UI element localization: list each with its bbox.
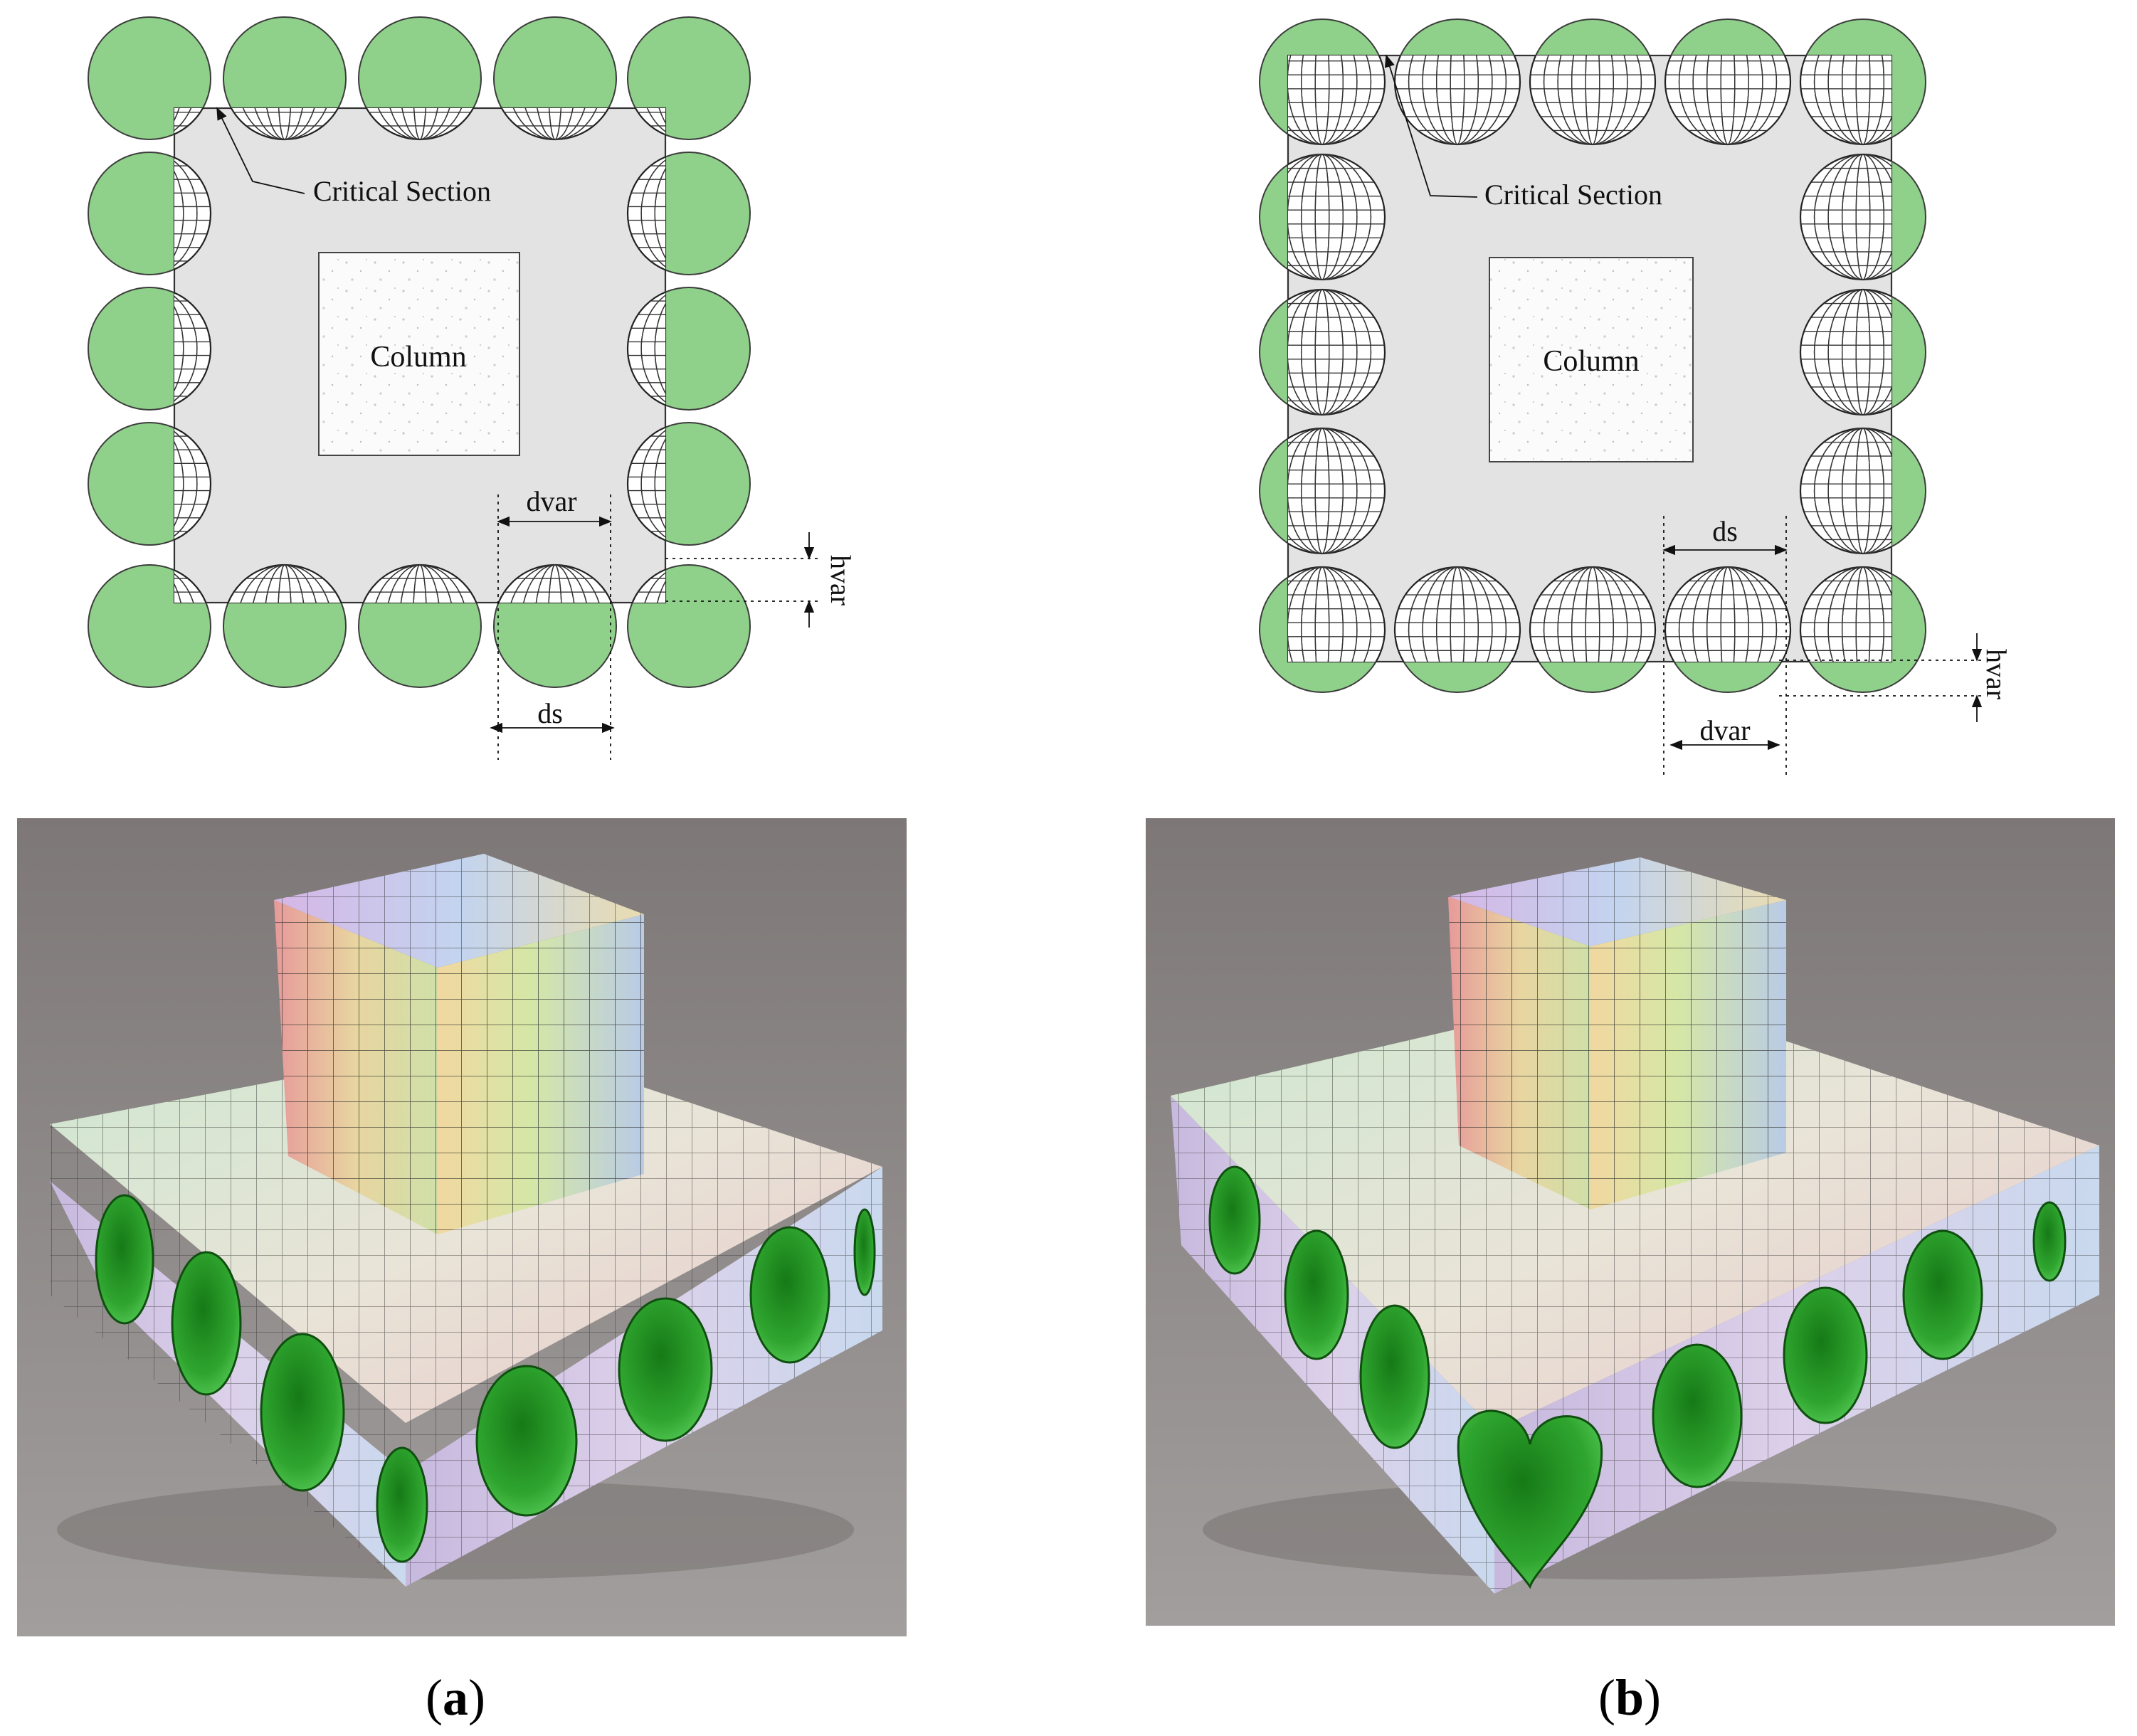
- panel-a-plan: [88, 16, 751, 688]
- void-mesh-a-8: [497, 563, 613, 603]
- void-mesh-b-16: [1799, 427, 1891, 555]
- column-cube-left-mesh-a: [274, 900, 438, 1234]
- void-hole-a-1: [95, 1194, 154, 1325]
- void-mesh-b-11: [1288, 153, 1386, 281]
- dim-ds-label-b: ds: [1712, 515, 1738, 547]
- void-mesh-b-13: [1288, 288, 1386, 416]
- void-mesh-b-2: [1288, 566, 1386, 662]
- void-mesh-a-14: [626, 291, 665, 406]
- void-mesh-a-1: [174, 108, 204, 135]
- void-mesh-a-4: [227, 563, 342, 603]
- void-hole-b-5: [1652, 1343, 1743, 1488]
- critical-section-leader-a: [216, 107, 305, 194]
- void-mesh-a-2: [174, 569, 207, 603]
- void-mesh-b-10: [1799, 566, 1891, 662]
- void-hole-a-4: [376, 1446, 428, 1563]
- column-b: [1489, 257, 1694, 462]
- panel-a-render: [17, 818, 907, 1636]
- caption-a: (a): [426, 1669, 485, 1726]
- column-cube-top-mesh-b: [1448, 857, 1786, 946]
- void-hole-a-6: [618, 1297, 713, 1442]
- void-mesh-b-6: [1529, 566, 1657, 662]
- dim-hvar-label-b: hvar: [1980, 649, 2012, 699]
- void-hole-a-8: [853, 1208, 876, 1296]
- dim-dvar-label-a: dvar: [526, 485, 576, 517]
- void-mesh-a-5: [365, 108, 475, 141]
- void-mesh-a-3: [230, 108, 339, 141]
- critical-section-label-b: Critical Section: [1484, 179, 1662, 211]
- void-mesh-b-14: [1799, 288, 1891, 416]
- void-mesh-a-13: [174, 292, 212, 406]
- void-mesh-a-7: [500, 108, 610, 141]
- caption-b: (b): [1598, 1669, 1661, 1726]
- void-mesh-b-3: [1393, 55, 1521, 146]
- dim-ds-label-a: ds: [537, 697, 563, 729]
- void-mesh-b-4: [1393, 566, 1521, 662]
- void-mesh-a-12: [626, 156, 665, 271]
- panel-b-plan: [1259, 18, 1926, 693]
- void-hole-a-7: [749, 1226, 830, 1364]
- void-mesh-a-9: [634, 108, 665, 136]
- void-hole-b-2: [1284, 1229, 1349, 1360]
- column-a: [318, 252, 520, 456]
- void-mesh-b-7: [1664, 55, 1792, 146]
- panel-b-render: [1146, 818, 2115, 1626]
- void-mesh-a-6: [362, 563, 477, 603]
- void-mesh-b-9: [1799, 55, 1891, 146]
- void-mesh-b-1: [1288, 55, 1386, 146]
- void-mesh-a-16: [626, 426, 665, 541]
- column-cube-top-mesh-a: [274, 854, 644, 968]
- void-hole-a-2: [171, 1251, 242, 1396]
- column-cube-left-mesh-b: [1448, 896, 1590, 1210]
- void-mesh-b-5: [1529, 55, 1657, 146]
- column-label-b: Column: [1543, 345, 1639, 378]
- void-mesh-b-12: [1799, 153, 1891, 281]
- void-hole-b-4: [1457, 1409, 1603, 1589]
- void-mesh-b-8: [1664, 566, 1792, 662]
- dim-dvar-label-b: dvar: [1699, 714, 1750, 746]
- void-mesh-a-11: [174, 157, 212, 270]
- void-hole-a-3: [260, 1333, 345, 1492]
- void-hole-a-5: [475, 1365, 578, 1517]
- column-cube-right-mesh-a: [438, 914, 644, 1234]
- void-mesh-b-15: [1288, 427, 1386, 555]
- void-mesh-a-10: [631, 568, 665, 603]
- column-cube-right-mesh-b: [1590, 900, 1786, 1210]
- column-label-a: Column: [370, 341, 466, 374]
- dim-hvar-label-a: hvar: [825, 555, 857, 605]
- void-hole-b-1: [1208, 1165, 1261, 1275]
- slab-top-mesh-a: [50, 1039, 882, 1423]
- void-hole-b-7: [1902, 1229, 1983, 1360]
- void-hole-b-6: [1783, 1286, 1868, 1424]
- critical-section-leader-b: [1384, 54, 1478, 198]
- void-hole-b-8: [2032, 1201, 2067, 1282]
- void-hole-b-3: [1359, 1304, 1430, 1449]
- void-mesh-a-15: [174, 427, 212, 541]
- critical-section-label-a: Critical Section: [313, 175, 491, 207]
